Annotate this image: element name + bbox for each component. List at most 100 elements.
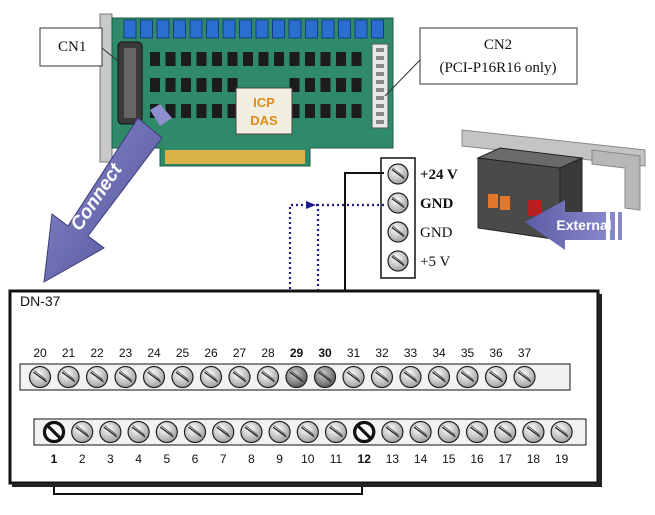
ic-chip [181, 104, 191, 118]
pin-28-screw[interactable] [256, 365, 280, 389]
pin-27-screw[interactable] [228, 365, 251, 389]
pin-34-screw[interactable] [427, 365, 451, 389]
relay [123, 19, 137, 39]
pin-16-screw[interactable] [465, 420, 489, 444]
pin-number: 26 [204, 346, 218, 360]
pin-21-screw[interactable] [57, 365, 80, 389]
ic-chip [181, 78, 191, 92]
pin-number: 4 [135, 452, 142, 466]
terminal-label: GND [420, 196, 454, 212]
pin-15-screw[interactable] [437, 420, 460, 444]
ic-chip [196, 78, 207, 92]
ic-chip [150, 78, 160, 92]
pin-14-screw[interactable] [409, 420, 432, 444]
pin-number: 33 [404, 346, 418, 360]
pin-35-screw[interactable] [456, 365, 479, 389]
pin-number: 31 [347, 346, 361, 360]
relay [354, 19, 368, 39]
ic-chip [320, 104, 331, 118]
cn2-sublabel: (PCI-P16R16 only) [439, 60, 556, 76]
pin-number: 12 [358, 452, 372, 466]
pin-26-screw[interactable] [199, 365, 223, 389]
ic-chip [258, 52, 269, 66]
pin-number: 32 [375, 346, 389, 360]
terminal-label: +5 V [420, 254, 450, 270]
pin-number: 10 [301, 452, 315, 466]
pin-9-screw[interactable] [268, 420, 291, 444]
logo-text-2: DAS [250, 113, 278, 128]
pin-number: 29 [290, 346, 304, 360]
ic-chip [227, 52, 238, 66]
pin-25-screw[interactable] [171, 365, 194, 389]
pin-number: 30 [318, 346, 332, 360]
pin-5-screw[interactable] [155, 420, 178, 444]
ic-chip [212, 104, 222, 118]
pin-number: 28 [261, 346, 275, 360]
pin-number: 21 [62, 346, 76, 360]
pin-3-screw[interactable] [99, 420, 122, 444]
pin-number: 8 [248, 452, 255, 466]
relay [206, 19, 219, 39]
pin-32-screw[interactable] [370, 365, 394, 389]
pin-number: 3 [107, 452, 114, 466]
cn1-callout: CN1 [39, 27, 125, 67]
terminal-screw[interactable] [387, 221, 409, 243]
pin-12-screw[interactable] [353, 420, 376, 444]
ic-chip [305, 52, 315, 66]
terminal-screw[interactable] [387, 250, 409, 272]
ic-chip [336, 52, 346, 66]
ic-chip [243, 52, 253, 66]
pin-4-screw[interactable] [127, 420, 150, 444]
pin-8-screw[interactable] [240, 420, 263, 444]
pin-7-screw[interactable] [212, 420, 235, 444]
pin-10-screw[interactable] [296, 420, 319, 444]
pin-2-screw[interactable] [71, 420, 94, 444]
pin-number: 18 [527, 452, 541, 466]
pin-number: 35 [461, 346, 475, 360]
pin-37-screw[interactable] [513, 365, 536, 389]
pin-22-screw[interactable] [85, 365, 109, 389]
power-switch [528, 200, 542, 216]
ic-chip [336, 104, 346, 118]
pin-number: 17 [499, 452, 513, 466]
terminal-label: +24 V [420, 167, 458, 183]
pin-6-screw[interactable] [183, 420, 207, 444]
pin-number: 36 [489, 346, 503, 360]
card-edge-connector [165, 150, 305, 164]
pin-20-screw[interactable] [28, 365, 52, 389]
pin-13-screw[interactable] [381, 420, 404, 444]
cn2-callout: CN2 (PCI-P16R16 only) [384, 27, 578, 97]
pin-number: 2 [79, 452, 86, 466]
pin-24-screw[interactable] [142, 365, 166, 389]
pin-19-screw[interactable] [550, 420, 573, 444]
pin-29-screw[interactable] [285, 365, 308, 389]
external-power-supply [461, 129, 646, 241]
ic-chip [320, 78, 331, 92]
logo-text-1: ICP [253, 95, 275, 110]
pin-23-screw[interactable] [114, 365, 137, 389]
terminal-screw[interactable] [387, 192, 409, 214]
pin-number: 23 [119, 346, 133, 360]
pin-11-screw[interactable] [324, 420, 348, 444]
relay [222, 19, 236, 39]
relay [288, 19, 302, 39]
ic-chip [212, 52, 222, 66]
pin-18-screw[interactable] [522, 420, 545, 444]
cn1-label: CN1 [58, 39, 86, 55]
ic-chip [305, 104, 315, 118]
ic-chip [165, 52, 176, 66]
pin-36-screw[interactable] [484, 365, 508, 389]
ic-chip [196, 104, 207, 118]
terminal-screw[interactable] [387, 163, 409, 185]
pin-30-screw[interactable] [313, 365, 337, 389]
pin-number: 25 [176, 346, 190, 360]
pin-1-screw[interactable] [42, 420, 66, 444]
pin-17-screw[interactable] [494, 420, 517, 444]
relay [321, 19, 335, 39]
pin-number: 7 [220, 452, 227, 466]
pin-33-screw[interactable] [399, 365, 422, 389]
external-label: External [556, 217, 611, 233]
pin-31-screw[interactable] [342, 365, 365, 389]
